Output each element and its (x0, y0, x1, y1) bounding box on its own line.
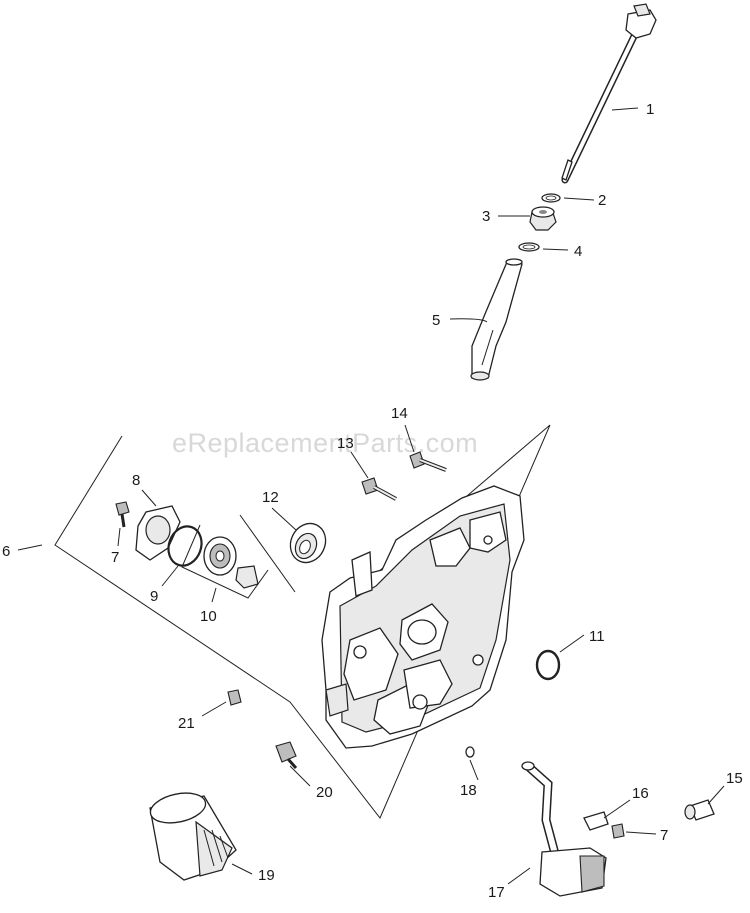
callout-20[interactable]: 20 (316, 784, 333, 801)
o-ring-18[interactable] (465, 746, 475, 758)
drain-plug-20[interactable] (275, 741, 298, 769)
callout-7-left[interactable]: 7 (111, 549, 119, 566)
oil-pickup-17[interactable] (521, 761, 607, 897)
dipstick[interactable] (561, 3, 657, 184)
callout-16[interactable]: 16 (632, 785, 649, 802)
oil-pump-cover-8[interactable] (135, 505, 181, 561)
callout-21[interactable]: 21 (178, 715, 195, 732)
oil-pump-rotor-10[interactable] (203, 536, 259, 589)
callout-2[interactable]: 2 (598, 192, 606, 209)
assembly-frame-6 (54, 424, 551, 819)
tube-cap-3[interactable] (529, 206, 557, 231)
callout-14[interactable]: 14 (391, 405, 408, 422)
o-ring-11[interactable] (535, 649, 561, 681)
callout-15[interactable]: 15 (726, 770, 743, 787)
screw-7-right[interactable] (611, 823, 625, 839)
callout-13[interactable]: 13 (337, 435, 354, 452)
callout-10[interactable]: 10 (200, 608, 217, 625)
callout-3[interactable]: 3 (482, 208, 490, 225)
callout-18[interactable]: 18 (460, 782, 477, 799)
callout-11[interactable]: 11 (589, 628, 605, 645)
o-ring-2[interactable] (541, 193, 561, 203)
bracket-16[interactable] (583, 811, 609, 831)
dipstick-tube-5[interactable] (470, 258, 523, 381)
bolt-13[interactable] (361, 477, 397, 501)
screw-7-left[interactable] (115, 501, 130, 528)
bolt-14[interactable] (409, 451, 447, 472)
plug-21[interactable] (227, 689, 242, 706)
closure-plate[interactable] (321, 485, 525, 749)
leader-lines (17, 107, 725, 885)
callout-19[interactable]: 19 (258, 867, 275, 884)
callout-1[interactable]: 1 (646, 101, 654, 118)
oil-filter-19[interactable] (148, 788, 237, 881)
callout-6[interactable]: 6 (2, 543, 10, 560)
o-ring-4[interactable] (518, 242, 540, 252)
oil-seal-12[interactable] (284, 518, 332, 569)
callout-7-right[interactable]: 7 (660, 827, 668, 844)
callout-12[interactable]: 12 (262, 489, 279, 506)
watermark: eReplacementParts.com (172, 428, 478, 458)
frame-12 (239, 514, 296, 593)
callout-labels: 1 2 3 4 5 6 7 8 9 10 11 12 13 14 15 16 7… (2, 101, 743, 901)
callout-9[interactable]: 9 (150, 588, 158, 605)
o-ring-9[interactable] (163, 522, 207, 571)
callout-4[interactable]: 4 (574, 243, 582, 260)
callout-8[interactable]: 8 (132, 472, 140, 489)
callout-5[interactable]: 5 (432, 312, 440, 329)
callout-17[interactable]: 17 (488, 884, 505, 901)
fitting-15[interactable] (684, 799, 715, 821)
